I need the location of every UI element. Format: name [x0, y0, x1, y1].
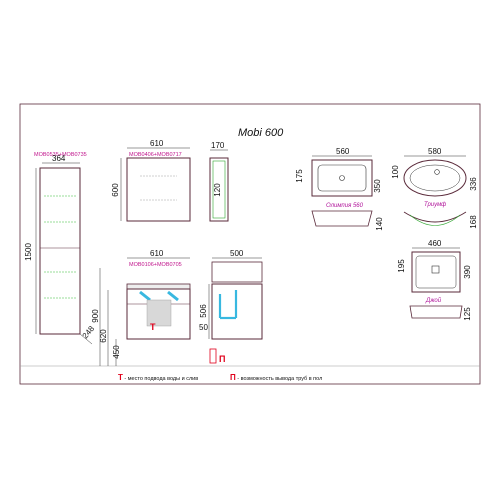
sink-joy-height: 125 — [463, 307, 472, 321]
sheet-border — [19, 103, 481, 385]
sink-olympia-inner: 175 — [295, 169, 304, 183]
vanity-side-depth: 500 — [230, 249, 244, 258]
vanity-p-mark: П — [219, 354, 225, 364]
floor-outlet-marker — [209, 348, 217, 364]
legend-p-text: - возможность вывода труб в пол — [236, 376, 323, 382]
water-pipe-right — [167, 290, 179, 302]
vanity: 610 MOB0106+MOB0705 Т 900 620 450 500 50… — [91, 249, 263, 366]
sink-olympia-width: 560 — [336, 147, 350, 156]
sink-triumph-inner: 100 — [391, 165, 400, 179]
wall-cabinet-side — [209, 157, 229, 222]
vanity-height-total: 900 — [91, 309, 100, 323]
pencil-case: MOB0535+MOB0735 364 1500 248 — [24, 152, 97, 345]
sink-joy-depth: 390 — [463, 265, 472, 279]
utility-zone — [146, 299, 172, 327]
sink-joy: 460 390 195 Джой 125 — [397, 239, 472, 321]
wall-cabinet-width: 610 — [150, 139, 164, 148]
legend-t-text: - место подвода воды и слив — [123, 376, 198, 382]
legend-t: Т - место подвода воды и слив — [118, 373, 198, 382]
legend: Т - место подвода воды и слив П - возмож… — [118, 373, 322, 382]
vanity-side-bottom: 50 — [199, 323, 208, 332]
sink-joy-inner: 195 — [397, 259, 406, 273]
pencil-case-body — [39, 167, 81, 335]
vanity-code: MOB0106+MOB0705 — [129, 262, 182, 268]
sink-olympia: 560 350 175 Олимпия 560 140 — [295, 147, 384, 231]
sink-triumph-name: Триумф — [424, 202, 446, 208]
wall-cabinet-side-inner: 120 — [213, 183, 222, 197]
sink-olympia-depth: 350 — [373, 179, 382, 193]
sink-triumph-depth: 336 — [469, 177, 478, 191]
vanity-height-620: 620 — [99, 329, 108, 343]
pencil-case-code: MOB0535+MOB0735 — [34, 152, 87, 158]
sink-joy-width: 460 — [428, 239, 442, 248]
sink-triumph-width: 580 — [428, 147, 442, 156]
sink-triumph: 580 336 100 Триумф 168 — [391, 147, 478, 229]
vanity-width: 610 — [150, 249, 164, 258]
wall-cabinet-body — [126, 157, 191, 222]
vanity-side-height: 506 — [199, 304, 208, 318]
wall-cabinet-code: MOB0406+MOB0717 — [129, 152, 182, 158]
vanity-t-mark: Т — [150, 322, 156, 332]
sink-triumph-height: 168 — [469, 215, 478, 229]
wall-cabinet-side-depth: 170 — [211, 141, 225, 150]
vanity-side-basin — [211, 261, 263, 283]
sink-olympia-name: Олимпия 560 — [326, 203, 364, 209]
vanity-basin-top — [126, 283, 191, 290]
wall-cabinet-height: 600 — [111, 183, 120, 197]
wall-cabinet: 610 MOB0406+MOB0717 600 170 120 — [111, 139, 229, 222]
page-title: Mobi 600 — [238, 127, 284, 139]
legend-p: П - возможность вывода труб в пол — [230, 373, 322, 382]
vanity-height-450: 450 — [112, 345, 121, 359]
legend-p-symbol: П — [230, 373, 236, 382]
pencil-case-depth: 248 — [81, 324, 97, 340]
legend-t-symbol: Т — [118, 373, 123, 382]
pencil-case-width: 364 — [52, 154, 66, 163]
sink-olympia-height: 140 — [375, 217, 384, 231]
water-pipe-left — [139, 290, 151, 302]
pencil-case-height: 1500 — [24, 243, 33, 261]
sink-joy-name: Джой — [425, 297, 442, 304]
